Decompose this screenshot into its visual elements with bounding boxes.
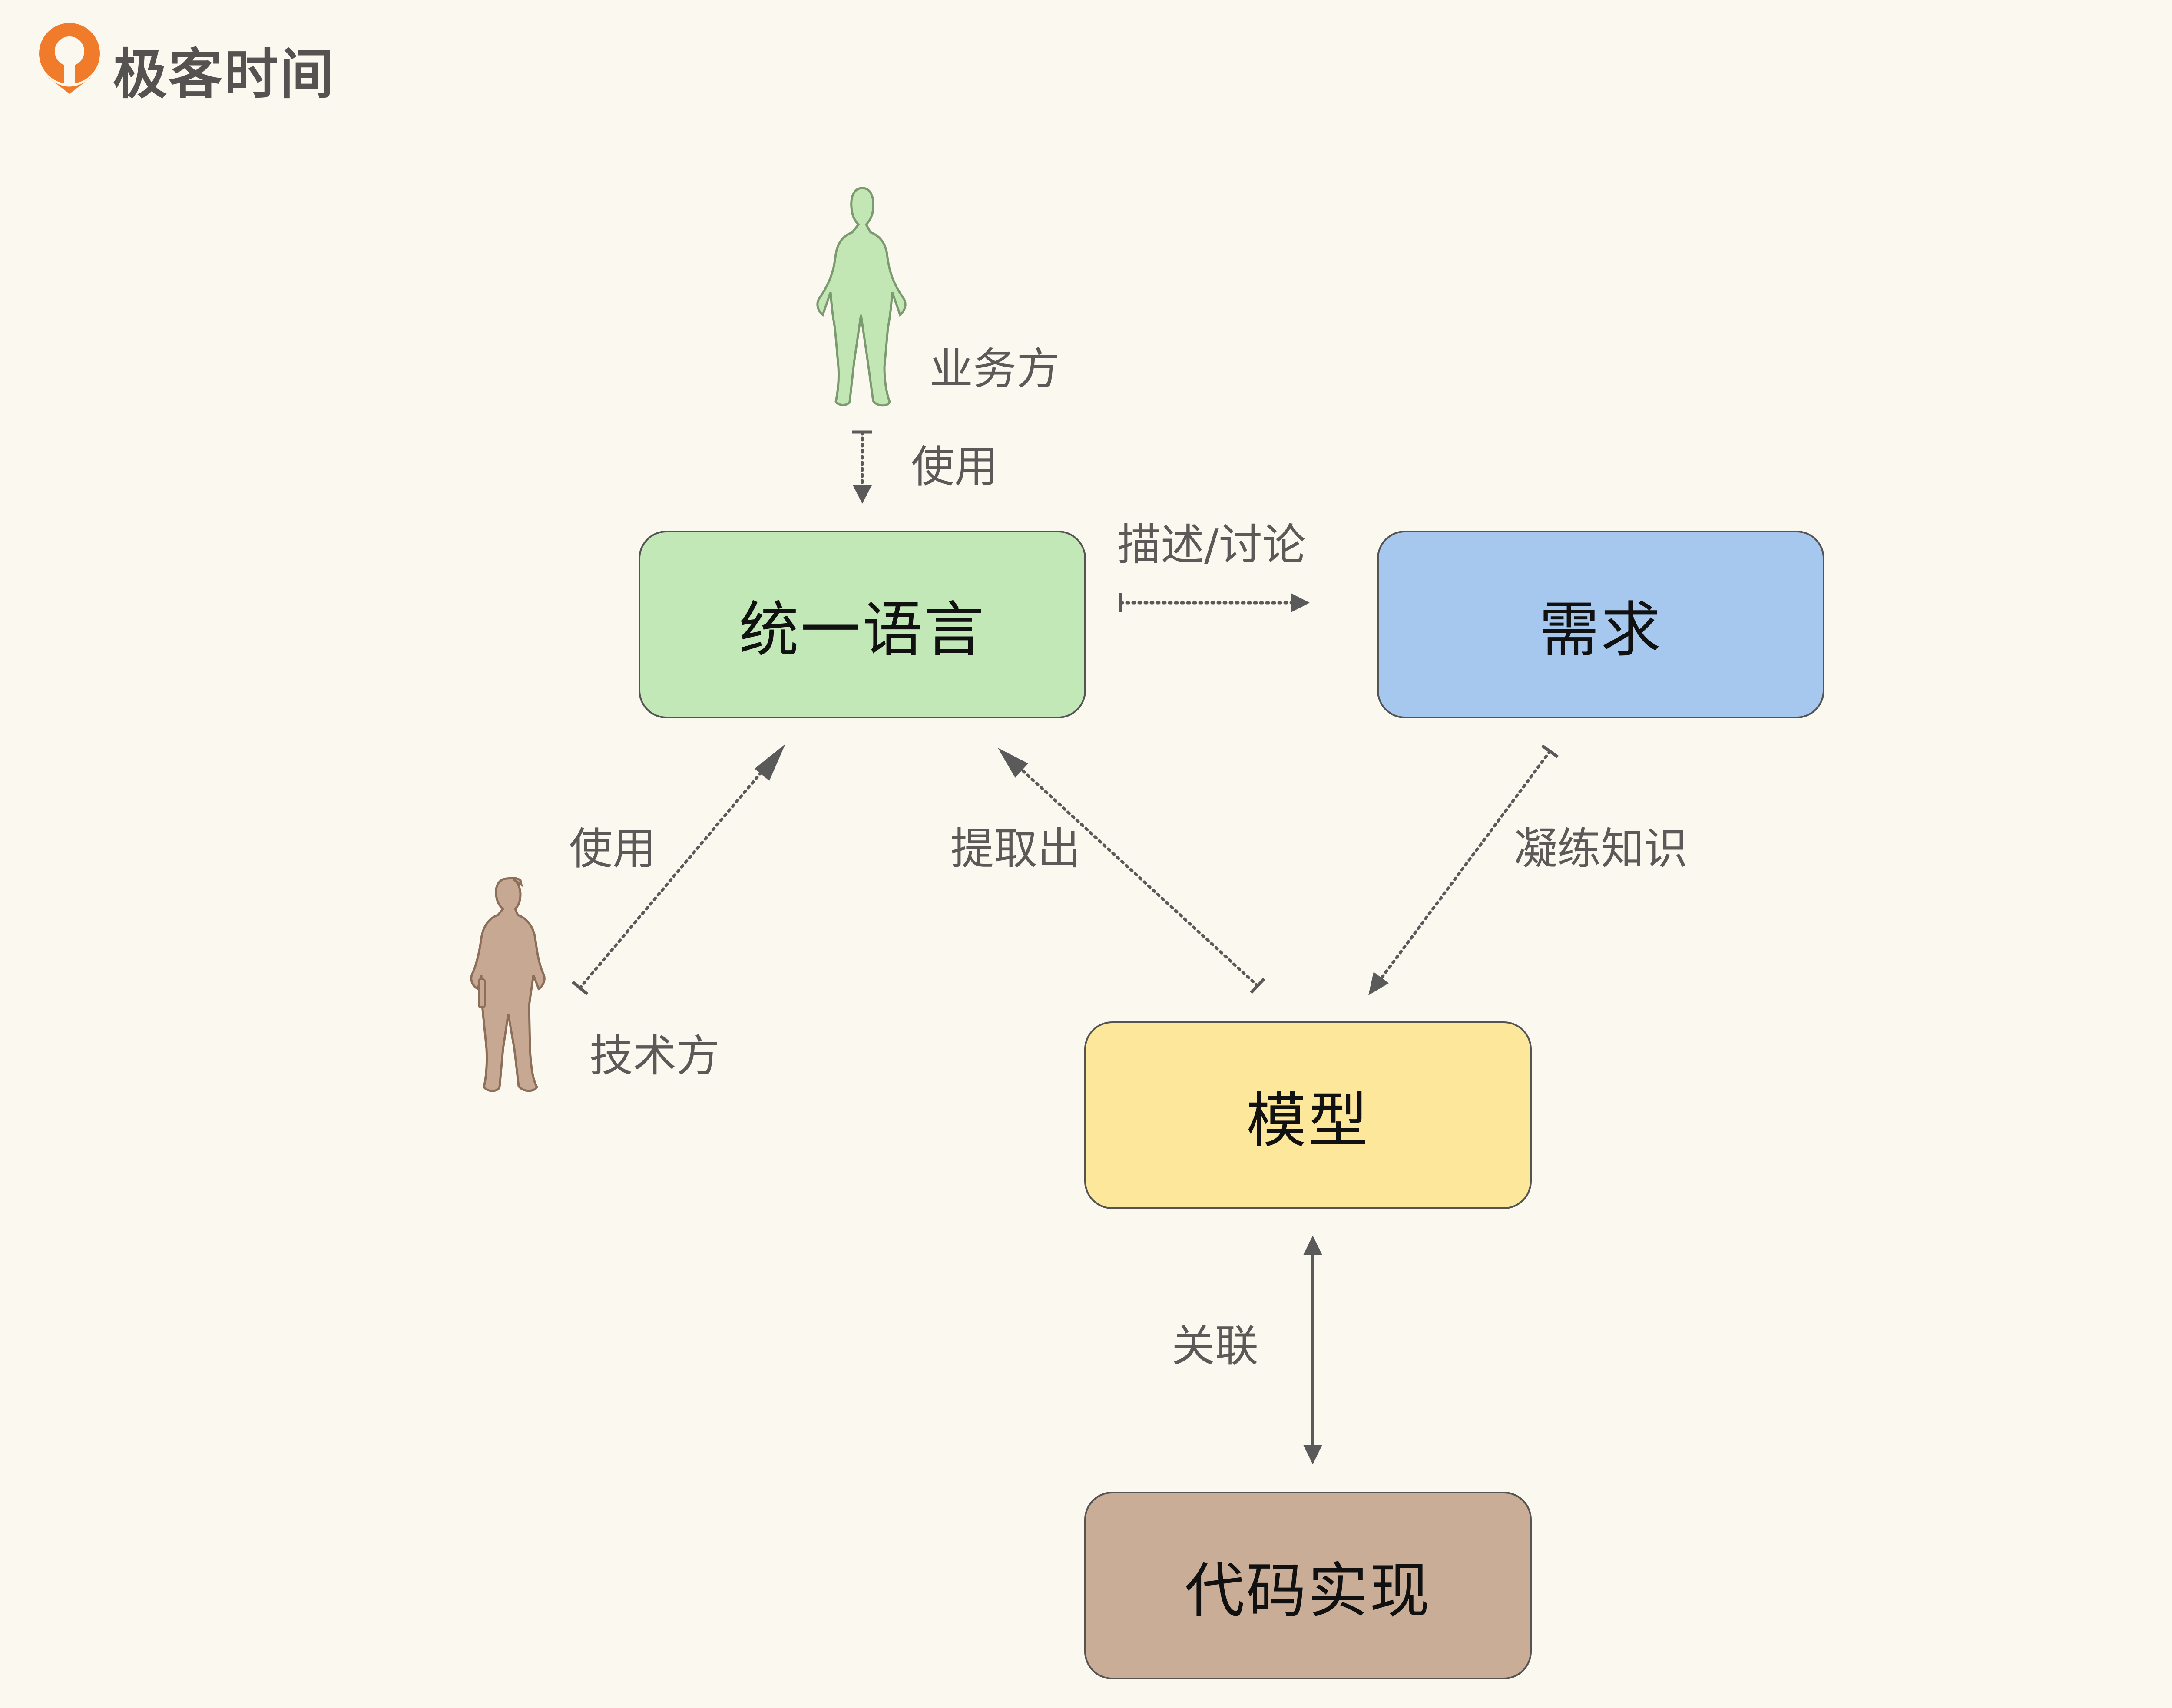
edge-business-uses-language [852, 430, 872, 504]
actor-label-tech: 技术方 [589, 1031, 720, 1081]
edge-label-uses-left: 使用 [569, 823, 656, 874]
node-ubiquitous-language[interactable]: 统一语言 [639, 531, 1086, 718]
edge-language-describes-requirements [1119, 593, 1310, 612]
worker-silhouette-icon [470, 877, 546, 1092]
node-model[interactable]: 模型 [1084, 1021, 1532, 1209]
edge-label-relate: 关联 [1172, 1321, 1258, 1371]
node-code[interactable]: 代码实现 [1084, 1492, 1532, 1679]
edge-label-uses-top: 使用 [911, 441, 998, 492]
brand-name: 极客时间 [113, 43, 336, 106]
node-requirements[interactable]: 需求 [1377, 531, 1824, 718]
edge-tech-uses-language [571, 744, 785, 995]
edge-label-extract: 提取出 [950, 823, 1081, 874]
woman-silhouette-icon [816, 187, 907, 407]
brand-logo-icon [39, 23, 100, 94]
edge-model-extracts-language [998, 748, 1265, 994]
node-label: 模型 [1246, 1086, 1370, 1156]
node-label: 代码实现 [1184, 1556, 1431, 1626]
edge-model-relates-code [1303, 1236, 1322, 1464]
actor-label-business: 业务方 [930, 344, 1060, 394]
edge-label-condense-knowledge: 凝练知识 [1514, 823, 1688, 874]
node-label: 统一语言 [738, 595, 986, 665]
edge-label-describe-discuss: 描述/讨论 [1117, 519, 1306, 570]
edge-requirements-condense-model [1368, 744, 1559, 995]
node-label: 需求 [1539, 595, 1662, 665]
